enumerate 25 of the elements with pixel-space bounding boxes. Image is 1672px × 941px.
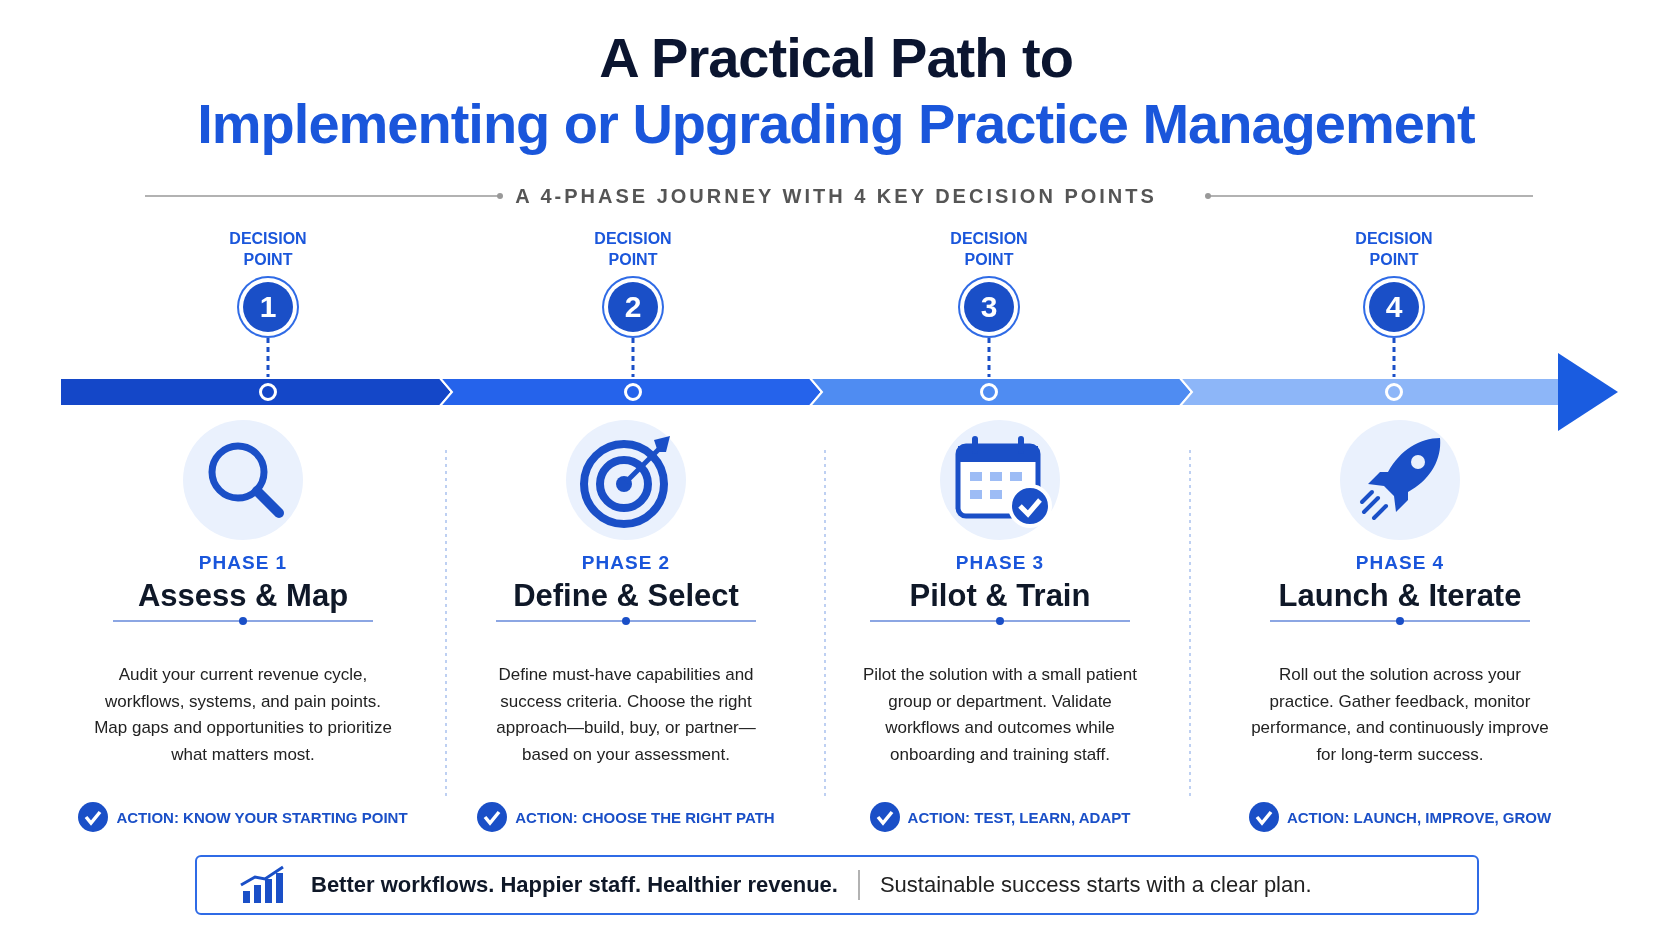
decision-point-label: DECISION POINT	[1354, 229, 1434, 270]
phase-label: PHASE 4	[1355, 552, 1445, 574]
tagline: Better workflows. Happier staff. Healthier revenue.	[311, 872, 838, 898]
tagline: Sustainable success starts with a clear plan.	[879, 872, 1312, 898]
decision-point-label: DECISION POINT	[228, 229, 308, 270]
phase-heading: Define & Select	[513, 578, 739, 614]
subtitle: A 4-PHASE JOURNEY WITH 4 KEY DECISION POINTS	[515, 185, 1157, 208]
phase-description: Pilot the solution with a small patient group or department. Validate workflows and outcomes while onboarding and training staff.	[861, 664, 1138, 766]
phase-label: PHASE 2	[581, 552, 671, 574]
phase-heading: Launch & Iterate	[1278, 578, 1522, 614]
action-text: ACTION: LAUNCH, IMPROVE, GROW	[1286, 808, 1552, 826]
phase-heading: Pilot & Train	[909, 578, 1091, 614]
phase-description: Audit your current revenue cycle, workflows, systems, and pain points. Map gaps and opportunities to prioritize what matters most.	[93, 664, 393, 766]
title: Implementing or Upgrading Practice Management	[196, 92, 1476, 156]
phase-label: PHASE 1	[198, 552, 288, 574]
decision-point-label: DECISION POINT	[949, 229, 1029, 270]
title: A Practical Path to	[598, 26, 1074, 90]
action-text: ACTION: KNOW YOUR STARTING POINT	[116, 808, 408, 826]
phase-description: Roll out the solution across your practice. Gather feedback, monitor performance, and continuously improve for long-term success.	[1250, 664, 1550, 766]
action-text: ACTION: TEST, LEARN, ADAPT	[907, 808, 1131, 826]
phase-label: PHASE 3	[955, 552, 1045, 574]
decision-point-label: DECISION POINT	[593, 229, 673, 270]
action-text: ACTION: CHOOSE THE RIGHT PATH	[515, 808, 775, 826]
phase-description: Define must-have capabilities and success criteria. Choose the right approach—build, buy, or partner—based on your assessment.	[495, 664, 757, 766]
phase-heading: Assess & Map	[137, 578, 349, 614]
